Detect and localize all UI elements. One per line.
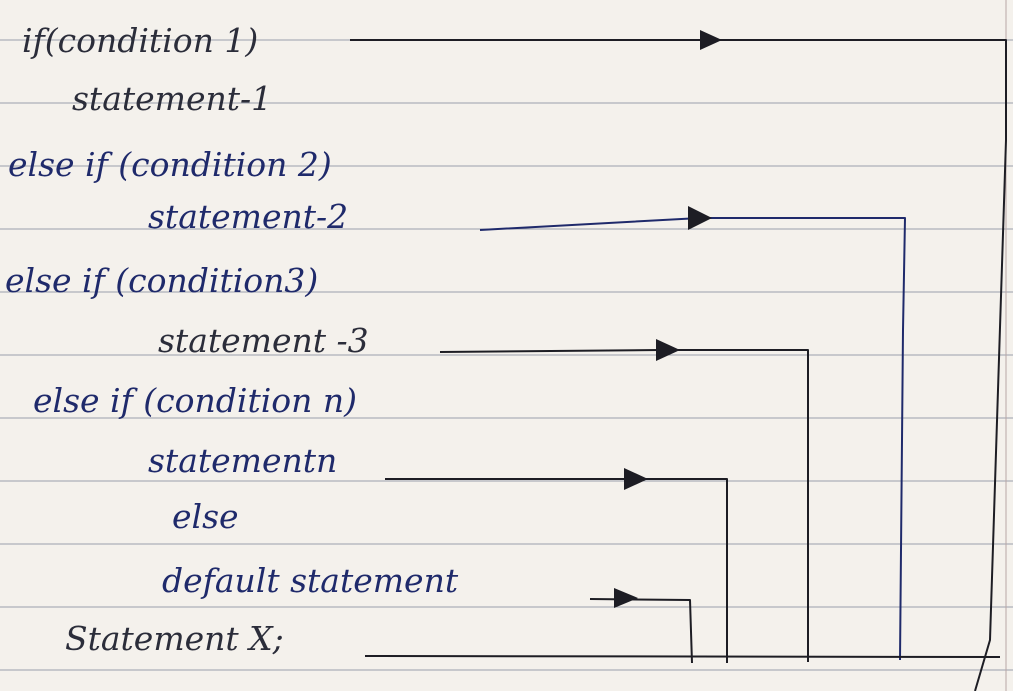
- line-else-if-condition-2: else if (condition 2): [8, 145, 332, 184]
- line-if-condition-1: if(condition 1): [22, 21, 258, 60]
- flow-line-default: [589, 598, 693, 664]
- flow-line-branch-1: [350, 39, 1007, 691]
- line-statement-3: statement -3: [158, 321, 369, 360]
- flow-line-branch-2: [479, 217, 906, 661]
- line-statement-x: Statement X;: [65, 619, 284, 658]
- ruled-lines: [0, 39, 1013, 671]
- flow-line-branch-n: [385, 478, 728, 663]
- code-lines: if(condition 1) statement-1 else if (con…: [5, 21, 459, 658]
- arrowhead-icon: [614, 588, 638, 608]
- arrowhead-icon: [656, 339, 680, 361]
- line-statement-2: statement-2: [148, 197, 348, 236]
- statement-x-line: [364, 655, 1001, 658]
- line-else-if-condition-3: else if (condition3): [5, 261, 318, 300]
- line-statement-n: statementn: [148, 441, 337, 480]
- arrowhead-icon: [624, 468, 648, 490]
- flow-line-branch-3: [439, 349, 809, 662]
- line-else: else: [172, 497, 239, 536]
- line-statement-1: statement-1: [72, 79, 272, 118]
- line-default-statement: default statement: [162, 561, 459, 600]
- arrowhead-icon: [700, 30, 722, 50]
- flow-lines: [350, 30, 1007, 691]
- arrowhead-icon: [688, 206, 712, 230]
- line-else-if-condition-n: else if (condition n): [33, 381, 357, 420]
